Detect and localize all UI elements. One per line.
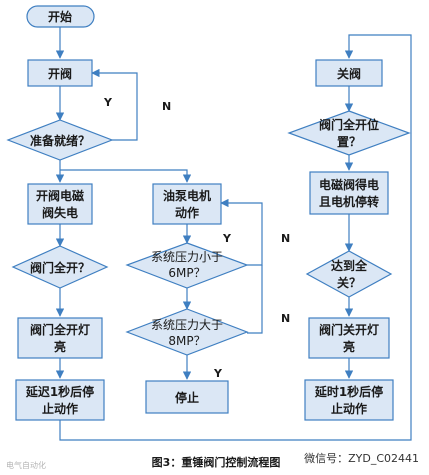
- pressure-low-label-1: 系统压力小于: [151, 250, 223, 264]
- stop-label: 停止: [175, 390, 199, 405]
- close-valve-box: [315, 59, 383, 87]
- solenoid-energize-label-1: 电磁阀得电: [319, 177, 379, 192]
- solenoid-off-label-2: 阀失电: [42, 205, 78, 220]
- full-open-position-decision: [287, 110, 411, 156]
- solenoid-off-label-1: 开阀电磁: [36, 188, 84, 203]
- edge-label-presshigh-yes: Y: [213, 367, 223, 380]
- open-valve-label: 开阀: [48, 67, 72, 81]
- edge-presslow-no-loop: [220, 198, 263, 266]
- edge-ready-pump: [60, 169, 192, 183]
- open-lamp-label-2: 亮: [54, 339, 66, 354]
- solenoid-energize-label-2: 且电机停转: [319, 194, 379, 209]
- edge-label-presshigh-no: N: [281, 312, 290, 325]
- close-valve-label: 关阀: [337, 66, 361, 81]
- open-lamp-label-1: 阀门全开灯: [30, 322, 90, 337]
- ready-label: 准备就绪？: [30, 133, 90, 148]
- closed-lamp-label-1: 阀门关开灯: [319, 322, 379, 337]
- full-open-position-label-2: 置？: [337, 135, 361, 149]
- edge-presshigh-no-loop: [247, 265, 263, 334]
- pump-motor-label-1: 油泵电机: [163, 188, 211, 203]
- start-terminal: [26, 5, 95, 28]
- open-lamp-box: [17, 317, 103, 359]
- reach-full-close-label-1: 达到全: [331, 258, 368, 273]
- delay-close-box: [304, 379, 394, 421]
- edge-label-ready-no: N: [162, 100, 171, 113]
- watermark-logo: 电气自动化: [6, 460, 46, 470]
- full-open-position-label-1: 阀门全开位: [319, 117, 379, 132]
- edge-ready-no-loop: [91, 68, 138, 141]
- start-label: 开始: [48, 9, 72, 24]
- pressure-high-label-2: 8MP？: [168, 334, 205, 348]
- delay-stop-label-2: 止动作: [42, 401, 78, 416]
- ready-decision: [6, 119, 114, 161]
- reach-full-close-label-2: 关？: [337, 275, 361, 290]
- edge-delay-close-loop: [59, 34, 412, 441]
- figure-caption: 图3：重锤阀门控制流程图: [152, 455, 281, 469]
- pressure-high-label-1: 系统压力大于: [151, 318, 223, 332]
- delay-close-label-1: 延时1秒后停: [314, 384, 383, 399]
- pump-motor-label-2: 动作: [175, 205, 199, 220]
- pressure-low-decision: [125, 242, 249, 289]
- edge-label-ready-yes: Y: [103, 96, 113, 109]
- delay-close-label-2: 止动作: [331, 401, 367, 416]
- edge-label-presslow-no: N: [281, 232, 290, 245]
- closed-lamp-box: [308, 317, 390, 359]
- delay-stop-label-1: 延迟1秒后停: [25, 384, 94, 399]
- valve-full-open-decision: [11, 245, 109, 289]
- solenoid-off-box: [27, 183, 93, 225]
- pressure-low-label-2: 6MP？: [168, 266, 205, 280]
- solenoid-energize-box: [309, 171, 389, 215]
- pump-motor-box: [152, 183, 222, 225]
- open-valve-box: [27, 59, 93, 87]
- closed-lamp-label-2: 亮: [343, 339, 355, 354]
- delay-stop-box: [15, 379, 105, 421]
- edge-label-presslow-yes: Y: [222, 232, 232, 245]
- pressure-high-decision: [125, 308, 249, 356]
- stop-box: [145, 380, 229, 414]
- reach-full-close-decision: [305, 250, 393, 298]
- wechat-id: 微信号：ZYD_C02441: [304, 451, 419, 465]
- valve-full-open-label: 阀门全开？: [30, 260, 90, 275]
